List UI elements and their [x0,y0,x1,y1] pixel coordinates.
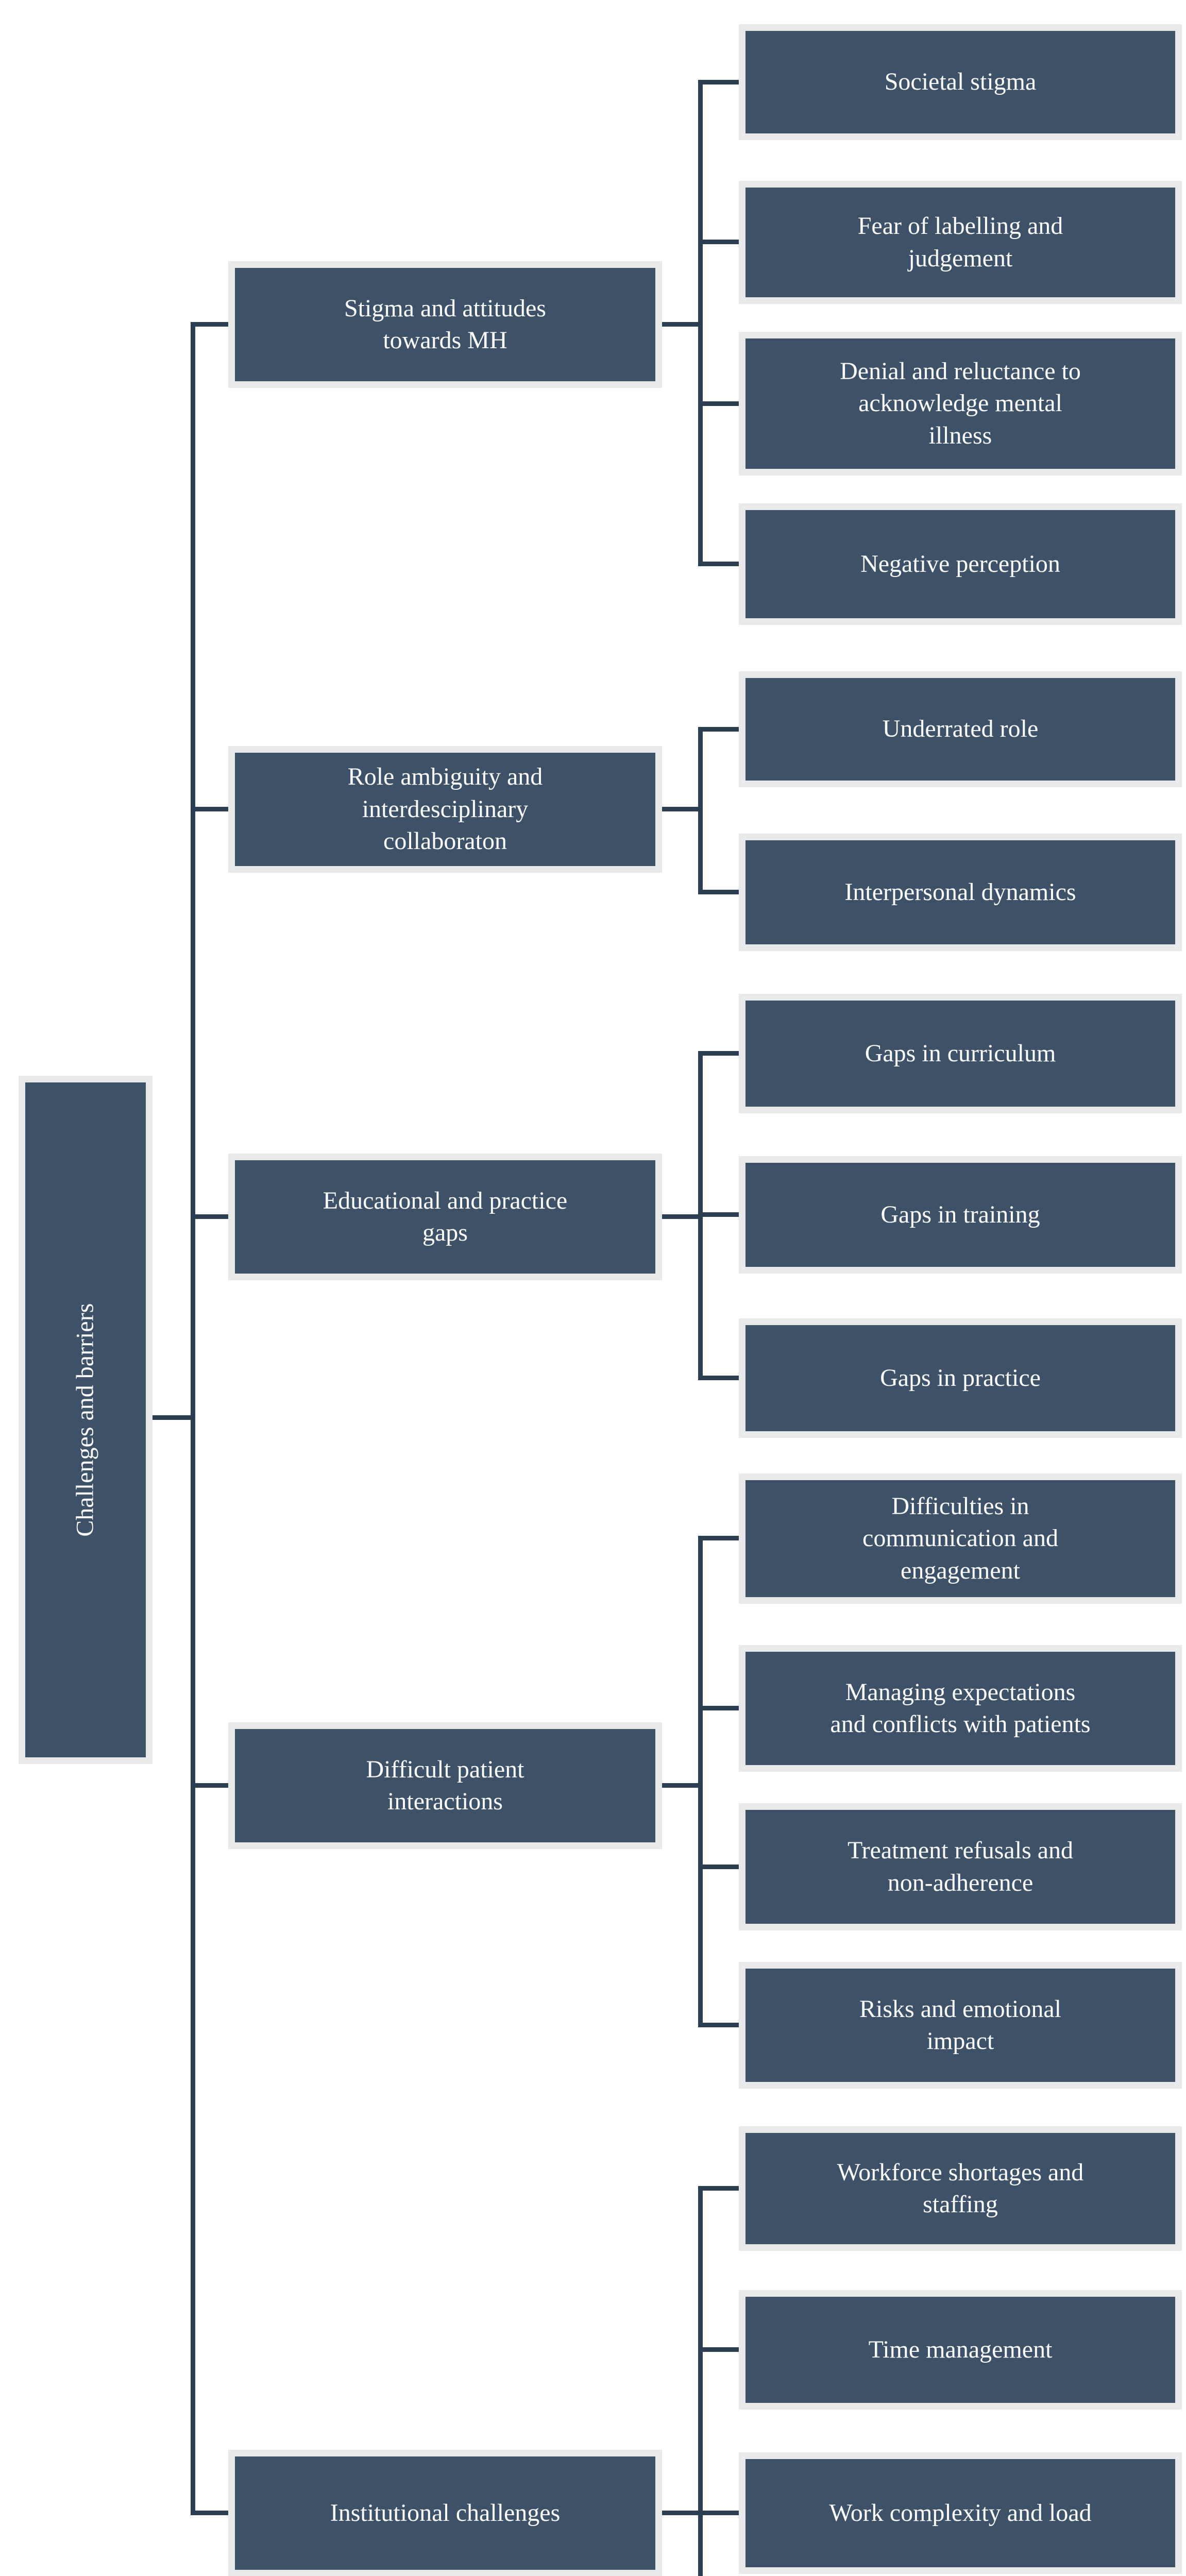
connector-to-child-gaps-training [698,1212,739,1217]
child-node-risks-emotional-impact: Risks and emotional impact [739,1962,1182,2089]
child-label: Fear of labelling and judgement [857,212,1063,272]
connector-category-2-to-rail [662,807,703,811]
child-label: Gaps in curriculum [865,1039,1056,1067]
child-node-interpersonal-dynamics: Interpersonal dynamics [739,834,1182,951]
connector-trunk-to-category-3 [191,1214,228,1219]
category-label: Difficult patient interactions [366,1755,524,1815]
connector-to-child-managing-expectations [698,1706,739,1710]
child-node-difficulties-communication: Difficulties in communication and engage… [739,1473,1182,1604]
child-label: Gaps in training [880,1200,1040,1228]
connector-trunk-to-category-4 [191,1783,228,1788]
connector-to-child-difficulties-communication [698,1536,739,1540]
connector-category-1-to-rail [662,322,703,327]
connector-category-4-to-rail [662,1783,703,1788]
child-node-denial-reluctance: Denial and reluctance to acknowledge men… [739,332,1182,476]
child-node-treatment-refusals: Treatment refusals and non-adherence [739,1803,1182,1930]
child-label: Societal stigma [884,68,1037,96]
child-node-fear-of-labelling: Fear of labelling and judgement [739,181,1182,304]
connector-to-child-gaps-curriculum [698,1051,739,1056]
category-node-difficult-patient-interactions: Difficult patient interactions [228,1722,662,1849]
child-label: Time management [868,2335,1053,2363]
child-label: Underrated role [882,715,1039,743]
connector-to-child-time-management [698,2347,739,2352]
child-node-underrated-role: Underrated role [739,671,1182,787]
connector-root-to-trunk [153,1415,191,1420]
connector-to-child-negative-perception [698,562,739,566]
child-label: Gaps in practice [880,1364,1041,1392]
child-node-gaps-in-training: Gaps in training [739,1156,1182,1274]
child-node-negative-perception: Negative perception [739,503,1182,625]
connector-to-child-gaps-practice [698,1376,739,1380]
category-node-role-ambiguity: Role ambiguity and interdesciplinary col… [228,746,662,873]
connector-to-child-underrated-role [698,727,739,732]
child-node-managing-expectations: Managing expectations and conflicts with… [739,1645,1182,1772]
connector-trunk-line [191,322,195,2515]
connector-trunk-to-category-2 [191,807,228,811]
category-node-institutional-challenges: Institutional challenges [228,2450,662,2576]
connector-category-3-to-rail [662,1214,703,1219]
connector-rail-category-5 [698,2186,703,2576]
connector-to-child-treatment-refusals [698,1865,739,1869]
connector-rail-category-4 [698,1536,703,2027]
child-node-gaps-in-practice: Gaps in practice [739,1318,1182,1438]
category-label: Institutional challenges [330,2499,561,2527]
connector-trunk-to-category-5 [191,2511,228,2515]
child-node-societal-stigma: Societal stigma [739,24,1182,140]
child-label: Work complexity and load [829,2499,1092,2527]
child-label: Difficulties in communication and engage… [862,1492,1058,1584]
connector-to-child-risks-emotional [698,2023,739,2027]
connector-category-5-to-rail [662,2511,703,2515]
child-label: Treatment refusals and non-adherence [847,1837,1074,1896]
connector-to-child-work-complexity [698,2511,739,2515]
root-node-challenges-and-barriers: Challenges and barriers [19,1076,153,1764]
child-node-time-management: Time management [739,2290,1182,2410]
connector-rail-category-1 [698,80,703,566]
connector-to-child-denial [698,401,739,406]
child-label: Negative perception [860,550,1060,578]
child-label: Workforce shortages and staffing [837,2158,1084,2218]
connector-to-child-interpersonal-dynamics [698,890,739,894]
child-label: Interpersonal dynamics [844,878,1076,906]
root-node-label: Challenges and barriers [71,1303,99,1537]
child-node-workforce-shortages: Workforce shortages and staffing [739,2126,1182,2251]
category-label: Role ambiguity and interdesciplinary col… [347,763,543,855]
category-label: Stigma and attitudes towards MH [344,294,546,354]
connector-to-child-fear-of-labelling [698,240,739,244]
connector-trunk-to-category-1 [191,322,228,327]
category-node-educational-practice-gaps: Educational and practice gaps [228,1154,662,1280]
category-node-stigma-attitudes: Stigma and attitudes towards MH [228,261,662,388]
child-node-work-complexity-load: Work complexity and load [739,2452,1182,2574]
child-label: Denial and reluctance to acknowledge men… [840,357,1081,449]
child-label: Managing expectations and conflicts with… [830,1678,1091,1738]
child-label: Risks and emotional impact [859,1995,1061,2055]
child-node-gaps-in-curriculum: Gaps in curriculum [739,994,1182,1113]
connector-to-child-societal-stigma [698,80,739,84]
connector-rail-category-2 [698,727,703,894]
connector-to-child-workforce-shortages [698,2186,739,2191]
category-label: Educational and practice gaps [323,1187,568,1246]
